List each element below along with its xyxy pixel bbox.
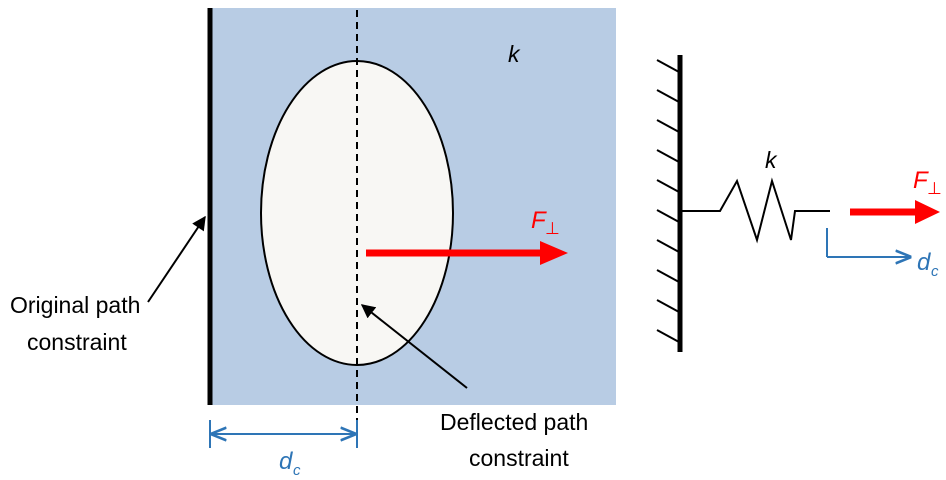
original-path-label-line1: Original path [10, 292, 140, 318]
force-arrow-main [366, 241, 568, 265]
disp-label-spring-symbol: d [917, 249, 931, 276]
deflected-path-label-line1: Deflected path [440, 409, 588, 435]
fixed-wall [656, 55, 683, 352]
disp-label-bottom-symbol: d [279, 448, 293, 475]
deflected-path-label-line2: constraint [469, 445, 569, 471]
disp-label-bottom: d c [279, 448, 301, 479]
original-path-label-line2: constraint [27, 329, 127, 355]
stiffness-label-region: k [508, 41, 521, 67]
force-label-spring-symbol: F [913, 167, 929, 194]
force-label-main: F ⊥ [531, 207, 560, 238]
disp-label-bottom-subscript: c [293, 462, 301, 479]
force-label-main-subscript: ⊥ [545, 219, 560, 238]
force-label-spring-subscript: ⊥ [927, 179, 942, 198]
force-label-spring: F ⊥ [913, 167, 942, 198]
spring [682, 177, 830, 244]
disp-label-spring-subscript: c [931, 263, 939, 280]
leader-arrow-original [147, 215, 206, 303]
leader-arrow-deflected [360, 304, 468, 389]
force-arrow-spring [850, 200, 940, 224]
stiffness-label-spring: k [765, 147, 778, 173]
disp-label-spring: d c [917, 249, 939, 280]
force-label-main-symbol: F [531, 207, 547, 234]
dimension-bottom [209, 420, 358, 448]
dimension-spring [826, 228, 910, 257]
